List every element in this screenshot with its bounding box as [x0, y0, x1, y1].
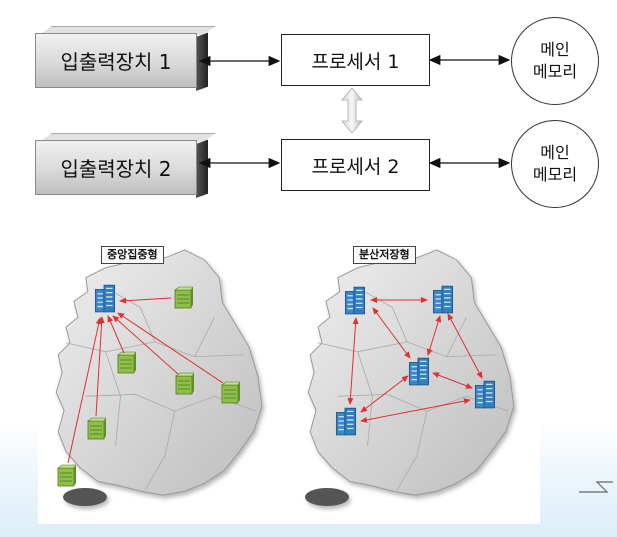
- main-memory-1-line1: 메인: [540, 40, 570, 59]
- main-memory-2-line1: 메인: [540, 143, 570, 162]
- processor-1-label: 프로세서 1: [311, 50, 400, 73]
- io-device-1-label: 입출력장치 1: [35, 33, 197, 88]
- centralized-arrows: [67, 297, 224, 464]
- processor-2-label: 프로세서 2: [311, 155, 400, 178]
- processor-2: 프로세서 2: [281, 139, 430, 191]
- processor-1: 프로세서 1: [281, 34, 430, 86]
- distributed-map: [305, 249, 515, 506]
- decorative-squiggle: [579, 481, 613, 493]
- distributed-server-icon: [335, 407, 357, 436]
- jeju-island-right: [305, 488, 349, 506]
- main-memory-1-line2: 메모리: [532, 62, 578, 81]
- connector-arrows: [198, 54, 511, 169]
- architecture-diagram: 입출력장치 1 입출력장치 2 프로세서 1 프로세서 2 메인 메모리 메인 …: [0, 0, 617, 215]
- regional-server-icon: [117, 351, 136, 374]
- jeju-island-left: [63, 488, 107, 506]
- korea-maps-panel: 중앙집중형 분산저장형: [38, 228, 540, 524]
- regional-server-icon: [221, 381, 240, 404]
- centralized-label: 중앙집중형: [101, 246, 164, 264]
- distributed-arrows: [347, 297, 483, 423]
- main-memory-2: 메인 메모리: [511, 120, 599, 208]
- distributed-server-icon: [344, 286, 366, 315]
- centralized-map: [55, 249, 263, 506]
- distributed-server-icon: [432, 285, 454, 314]
- distributed-server-icon: [474, 380, 496, 409]
- regional-server-icon: [87, 417, 106, 440]
- korea-maps: [55, 249, 515, 506]
- io-device-2-label: 입출력장치 2: [35, 140, 197, 195]
- distributed-label: 분산저장형: [353, 246, 416, 264]
- main-memory-1: 메인 메모리: [511, 17, 599, 105]
- regional-server-icon: [57, 464, 76, 487]
- regional-server-icon: [174, 286, 193, 309]
- main-memory-2-line2: 메모리: [532, 165, 578, 184]
- arrow-proc1-proc2: [341, 87, 363, 134]
- regional-server-icon: [175, 372, 194, 395]
- central-server-icon: [94, 284, 116, 313]
- distributed-server-icon: [408, 357, 430, 386]
